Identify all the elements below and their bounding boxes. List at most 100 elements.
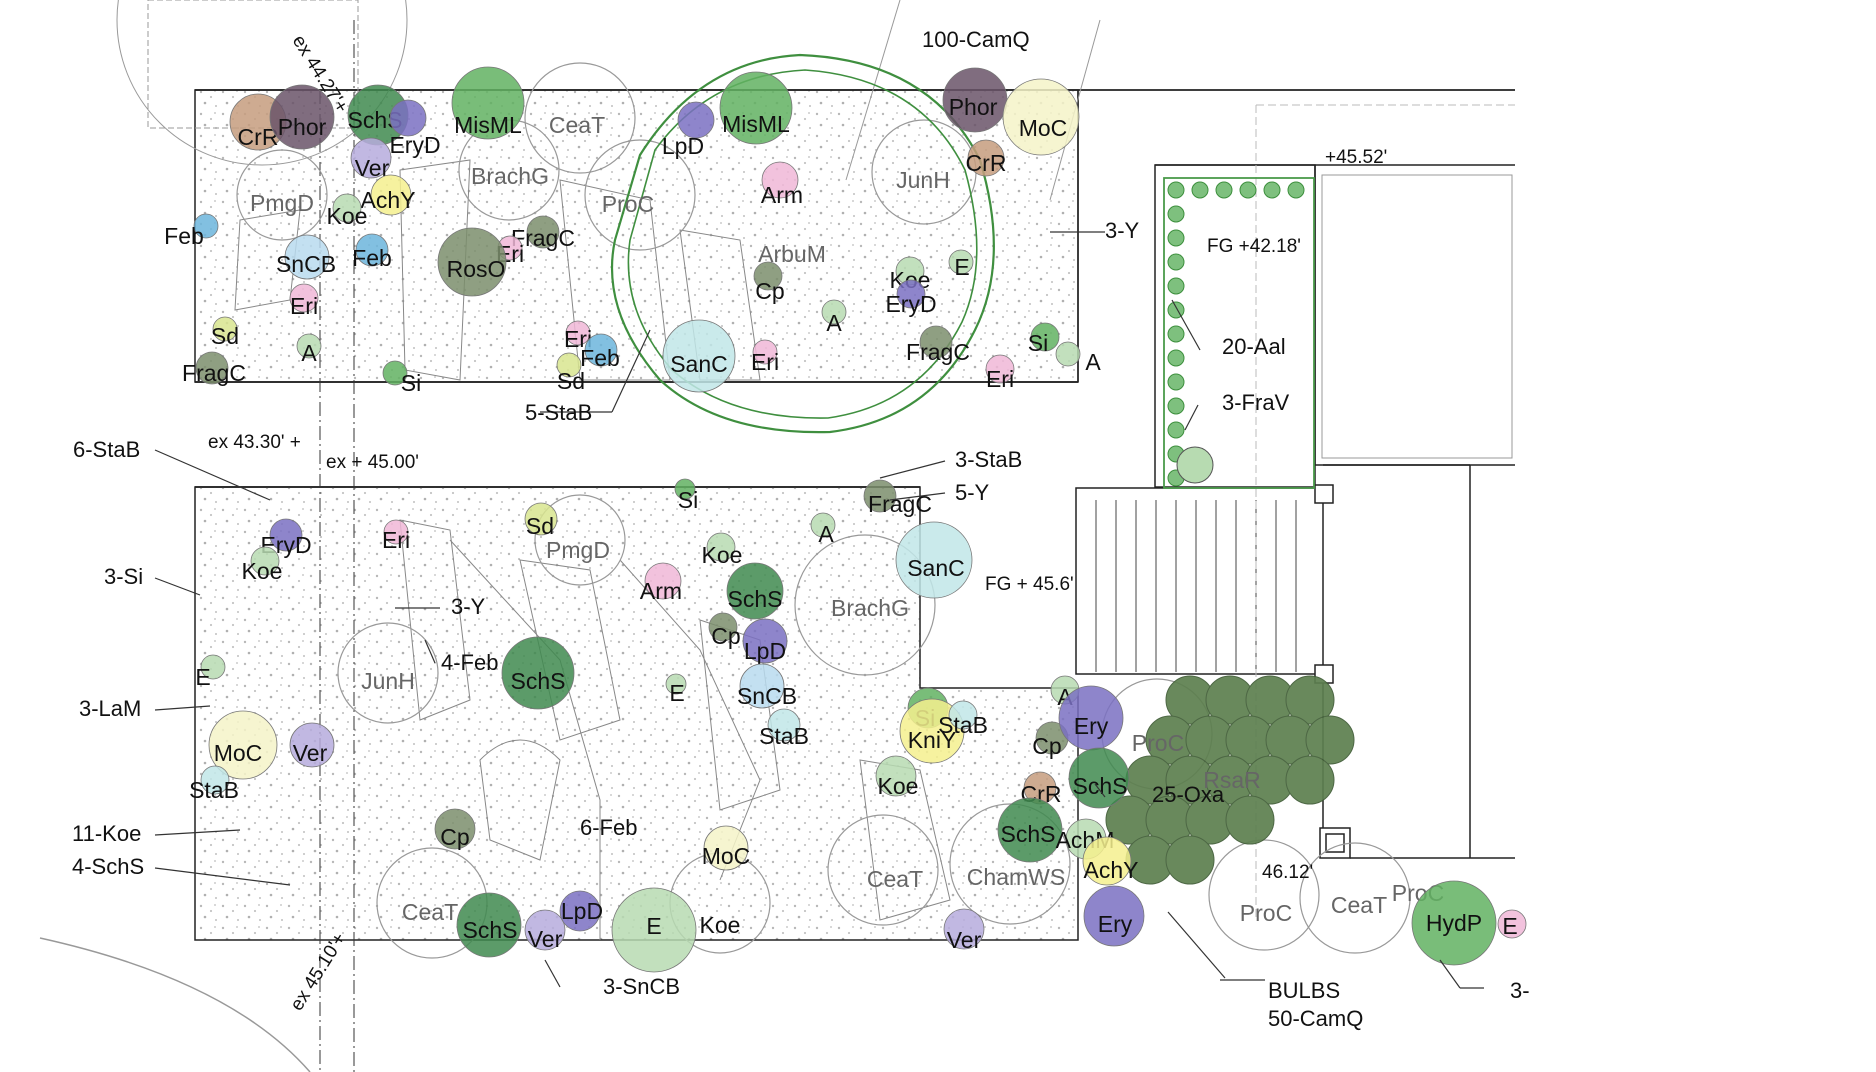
plant-circle xyxy=(767,708,801,742)
elev-fg-456: FG + 45.6' xyxy=(985,574,1074,595)
plant-circle xyxy=(739,663,785,709)
plant-label: MoC xyxy=(214,740,263,766)
plant-label: Eri xyxy=(751,349,779,375)
plant-label: MoC xyxy=(702,843,751,869)
plant-circle xyxy=(875,755,917,797)
plant-circle xyxy=(434,808,476,850)
plant-circle xyxy=(1411,880,1497,966)
plant-label: CrR xyxy=(238,124,279,150)
plant-label: MoC xyxy=(1019,115,1068,141)
callout-feb-4: 4-Feb xyxy=(441,650,498,675)
plant-circle xyxy=(195,351,229,385)
plant-label: Koe xyxy=(878,773,919,799)
plant-circle xyxy=(1083,885,1145,947)
plant-label: AchY xyxy=(361,187,416,213)
plant-label: CeaT xyxy=(402,899,458,925)
plant-circle xyxy=(250,546,280,576)
plant-label: KniY xyxy=(908,727,957,753)
plant-label: Koe xyxy=(242,558,283,584)
plant-label: A xyxy=(301,340,317,366)
callout-y-3-top: 3-Y xyxy=(1105,218,1140,243)
aal-strip xyxy=(1163,177,1315,489)
plant-label: Koe xyxy=(327,203,368,229)
plant-label: Arm xyxy=(761,182,803,208)
plant-circle xyxy=(289,722,335,768)
plant-label: Ery xyxy=(1098,911,1133,937)
plant-circle xyxy=(1030,322,1060,352)
plant-label: EryD xyxy=(885,291,936,317)
callout-stab-6: 6-StaB xyxy=(73,437,140,462)
callout-aal-20: 20-Aal xyxy=(1222,334,1286,359)
callout-sncb-3: 3-SnCB xyxy=(603,974,680,999)
frav-plant xyxy=(1176,446,1214,484)
callout-stab-3: 3-StaB xyxy=(955,447,1022,472)
plant-circle xyxy=(943,908,985,950)
callout-y-5: 5-Y xyxy=(955,480,990,505)
plant-circle xyxy=(753,261,783,291)
plant-circle xyxy=(289,283,319,313)
elev-ex-4330: ex 43.30' + xyxy=(208,432,301,453)
plant-label: SnCB xyxy=(276,251,336,277)
plant-label: Cp xyxy=(711,623,740,649)
callout-bulbs: BULBS xyxy=(1268,978,1340,1003)
plant-label: SnCB xyxy=(737,683,797,709)
plant-circle xyxy=(899,698,965,764)
elev-fg-4218: FG +42.18' xyxy=(1207,236,1301,257)
plant-label: PmgD xyxy=(250,190,314,216)
plant-circle xyxy=(524,909,566,951)
plant-label: SanC xyxy=(670,351,728,377)
plant-label: E xyxy=(954,254,969,280)
plant-label: Sd xyxy=(211,323,239,349)
callout-koe-11: 11-Koe xyxy=(72,821,141,846)
plant-circle xyxy=(967,139,1005,177)
callout-leaders xyxy=(154,231,1484,989)
plant-circle xyxy=(437,227,507,297)
plant-circle xyxy=(674,478,696,500)
plant-label: Sd xyxy=(557,368,585,394)
plant-circle xyxy=(193,213,219,239)
plant-label: BrachG xyxy=(831,595,909,621)
plant-label: Feb xyxy=(352,245,392,271)
plant-circle xyxy=(389,99,427,137)
plant-circle xyxy=(948,249,974,275)
plant-label: SchS xyxy=(1001,821,1056,847)
plant-circle xyxy=(383,519,409,545)
plant-label: HydP xyxy=(1426,910,1482,936)
plant-label: Cp xyxy=(440,824,469,850)
plant-label: LpD xyxy=(662,133,704,159)
plant-circle xyxy=(559,890,601,932)
plant-label: CeaT xyxy=(1331,892,1387,918)
plant-label: Ery xyxy=(1074,713,1109,739)
plant-circle xyxy=(200,654,226,680)
callout-oxa-25: 25-Oxa xyxy=(1152,782,1225,807)
plant-circle xyxy=(742,618,788,664)
callout-stab-5: 5-StaB xyxy=(525,400,592,425)
plant-label: A xyxy=(826,310,842,336)
plant-circle xyxy=(355,233,389,267)
plant-circle xyxy=(752,339,778,365)
plant-label: CeaT xyxy=(549,112,605,138)
plant-circle xyxy=(501,636,575,710)
plant-circle xyxy=(296,333,322,359)
plant-label: E xyxy=(195,664,210,690)
plant-circle xyxy=(526,215,560,249)
plant-circle xyxy=(677,101,715,139)
plant-circle xyxy=(1002,78,1080,156)
plant-label: BrachG xyxy=(471,163,549,189)
plant-circle xyxy=(456,892,522,958)
plant-label: Eri xyxy=(382,527,410,553)
plant-label: Si xyxy=(678,487,698,513)
plant-label: E xyxy=(669,680,684,706)
plant-label: FragC xyxy=(906,339,970,365)
elev-ex-4500: ex + 45.00' xyxy=(326,452,419,473)
plant-circle xyxy=(332,193,362,223)
stairs xyxy=(1075,487,1324,675)
plant-circle xyxy=(644,562,682,600)
plant-label: ProC xyxy=(1240,900,1292,926)
plant-label: EryD xyxy=(389,132,440,158)
plant-label: Phor xyxy=(949,94,998,120)
plant-label: Ver xyxy=(528,926,563,952)
callout-cut-3: 3- xyxy=(1510,978,1530,1003)
plant-circle xyxy=(821,299,847,325)
plant-circle xyxy=(1497,909,1527,939)
